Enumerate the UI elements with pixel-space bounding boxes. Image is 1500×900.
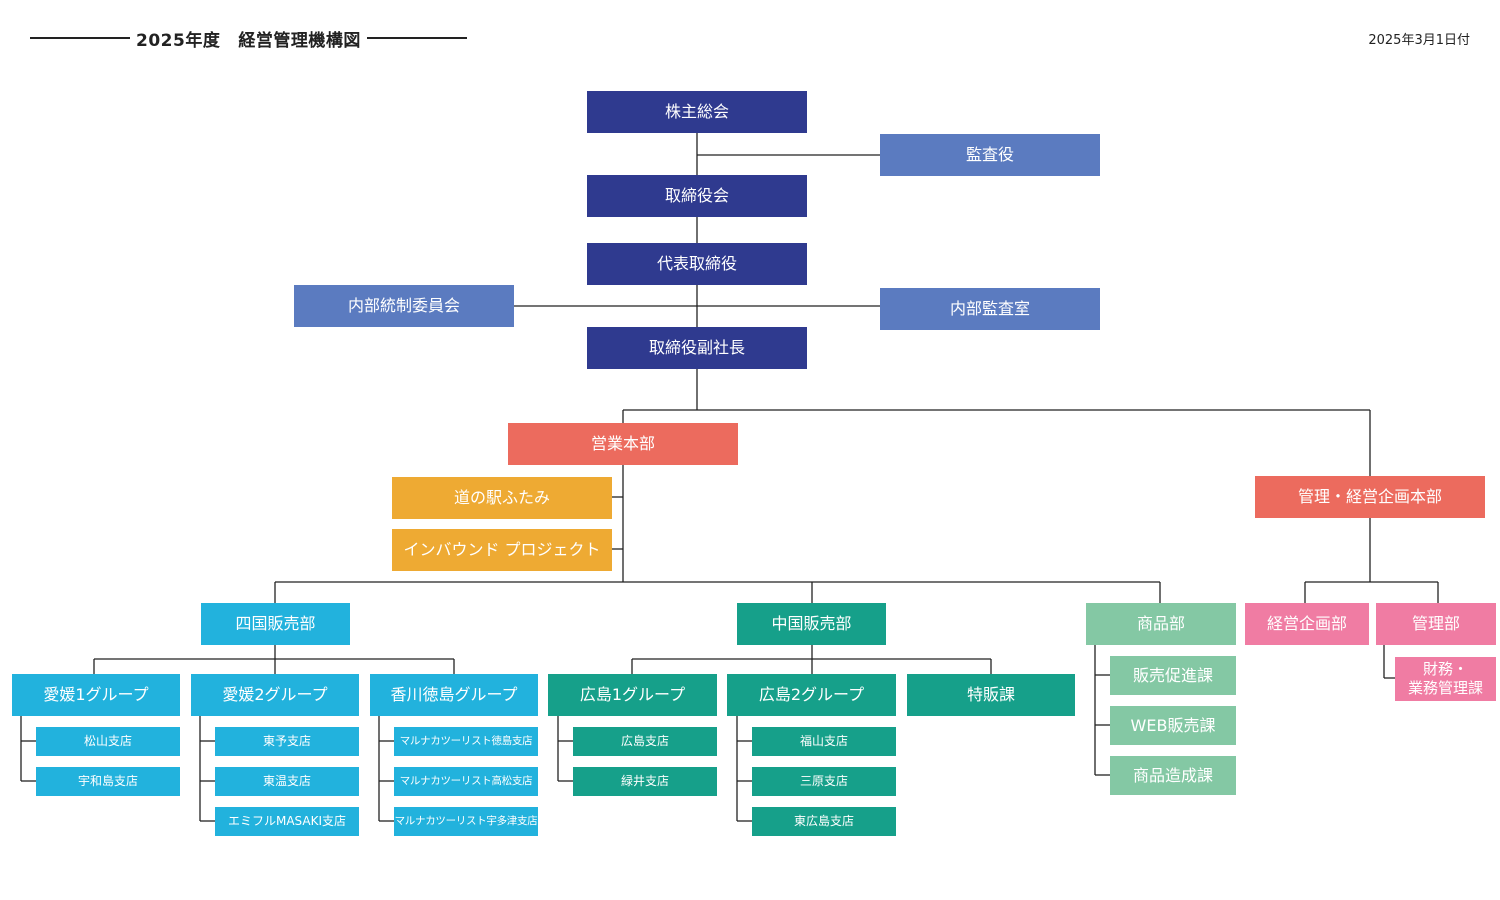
web-sales-section-box: WEB販売課: [1110, 706, 1236, 745]
representative-director-box: 代表取締役: [587, 243, 807, 285]
branch-takamatsu-box: マルナカツーリスト高松支店: [394, 767, 538, 796]
branch-emifull-masaki-box: エミフルMASAKI支店: [215, 807, 359, 836]
ehime1-group-box: 愛媛1グループ: [12, 674, 180, 716]
sales-promotion-section-box: 販売促進課: [1110, 656, 1236, 695]
planning-dept-box: 経営企画部: [1245, 603, 1369, 645]
branch-mihara-box: 三原支店: [752, 767, 896, 796]
chugoku-sales-dept-box: 中国販売部: [737, 603, 886, 645]
finance-section-box: 財務・ 業務管理課: [1395, 657, 1496, 701]
title-line-right: [366, 37, 467, 39]
product-creation-section-box: 商品造成課: [1110, 756, 1236, 795]
internal-control-committee-box: 内部統制委員会: [294, 285, 514, 327]
title-year: 2025年度: [136, 30, 221, 51]
branch-matsuyama-box: 松山支店: [36, 727, 180, 756]
auditor-box: 監査役: [880, 134, 1100, 176]
hiroshima2-group-box: 広島2グループ: [727, 674, 896, 716]
chart-title: 2025年度経営管理機構図: [30, 26, 467, 51]
finance-section-line1: 財務・: [1422, 660, 1468, 679]
project-michinoeki-box: 道の駅ふたみ: [392, 477, 612, 519]
branch-higashihiroshima-box: 東広島支店: [752, 807, 896, 836]
hiroshima1-group-box: 広島1グループ: [548, 674, 717, 716]
title-text: 2025年度経営管理機構図: [136, 26, 361, 51]
effective-date: 2025年3月1日付: [1368, 33, 1470, 48]
finance-section-line2: 業務管理課: [1407, 679, 1483, 697]
admin-dept-box: 管理部: [1376, 603, 1496, 645]
branch-utazu-box: マルナカツーリスト宇多津支店: [394, 807, 538, 836]
sales-hq-box: 営業本部: [508, 423, 738, 465]
branch-hiroshima-box: 広島支店: [573, 727, 717, 756]
title-line-left: [30, 37, 130, 39]
branch-toon-box: 東温支店: [215, 767, 359, 796]
branch-midorii-box: 緑井支店: [573, 767, 717, 796]
branch-uwajima-box: 宇和島支店: [36, 767, 180, 796]
product-dept-box: 商品部: [1086, 603, 1236, 645]
admin-planning-hq-box: 管理・経営企画本部: [1255, 476, 1485, 518]
title-main: 経営管理機構図: [238, 30, 361, 51]
branch-fukuyama-box: 福山支店: [752, 727, 896, 756]
shareholders-meeting-box: 株主総会: [587, 91, 807, 133]
board-of-directors-box: 取締役会: [587, 175, 807, 217]
project-inbound-box: インバウンド プロジェクト: [392, 529, 612, 571]
ehime2-group-box: 愛媛2グループ: [191, 674, 359, 716]
branch-tokushima-box: マルナカツーリスト徳島支店: [394, 727, 538, 756]
vice-president-box: 取締役副社長: [587, 327, 807, 369]
branch-toyo-box: 東予支店: [215, 727, 359, 756]
internal-audit-office-box: 内部監査室: [880, 288, 1100, 330]
special-sales-section-box: 特販課: [907, 674, 1075, 716]
kagawa-tokushima-group-box: 香川徳島グループ: [370, 674, 538, 716]
shikoku-sales-dept-box: 四国販売部: [201, 603, 350, 645]
